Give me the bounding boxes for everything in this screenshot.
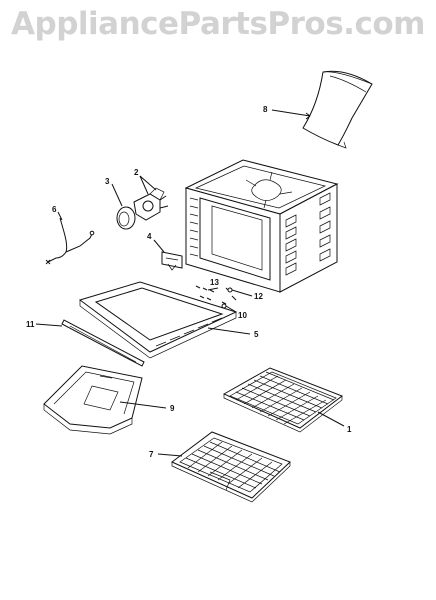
callout-10: 10 (238, 311, 247, 320)
callout-9: 9 (170, 404, 175, 413)
part-7-rack (171, 431, 291, 503)
callout-6: 6 (52, 205, 57, 214)
part-4-bracket (161, 251, 183, 271)
callout-11: 11 (26, 320, 35, 329)
part-oven-cavity (184, 159, 339, 293)
leader-lines (35, 109, 345, 457)
callout-13: 13 (210, 278, 219, 287)
callout-labels: 8 2 3 6 4 13 12 10 5 11 9 1 7 (26, 105, 352, 459)
callout-2: 2 (134, 168, 139, 177)
callout-1: 1 (347, 425, 352, 434)
callout-3: 3 (105, 177, 110, 186)
part-1-rack (222, 367, 344, 433)
watermark-logo: AppliancePartsPros.com (11, 6, 425, 42)
part-2-socket (133, 187, 169, 221)
callout-5: 5 (254, 330, 259, 339)
part-5-bottom-pan (78, 281, 238, 359)
callout-8: 8 (263, 105, 268, 114)
callout-7: 7 (149, 450, 154, 459)
callout-4: 4 (147, 232, 152, 241)
part-screws (195, 285, 237, 313)
callout-12: 12 (254, 292, 263, 301)
part-3-lens (116, 206, 136, 230)
part-6-wire (45, 217, 95, 265)
part-11-rod (61, 319, 145, 367)
part-9-cover (43, 365, 143, 435)
part-8-shield (302, 70, 373, 149)
